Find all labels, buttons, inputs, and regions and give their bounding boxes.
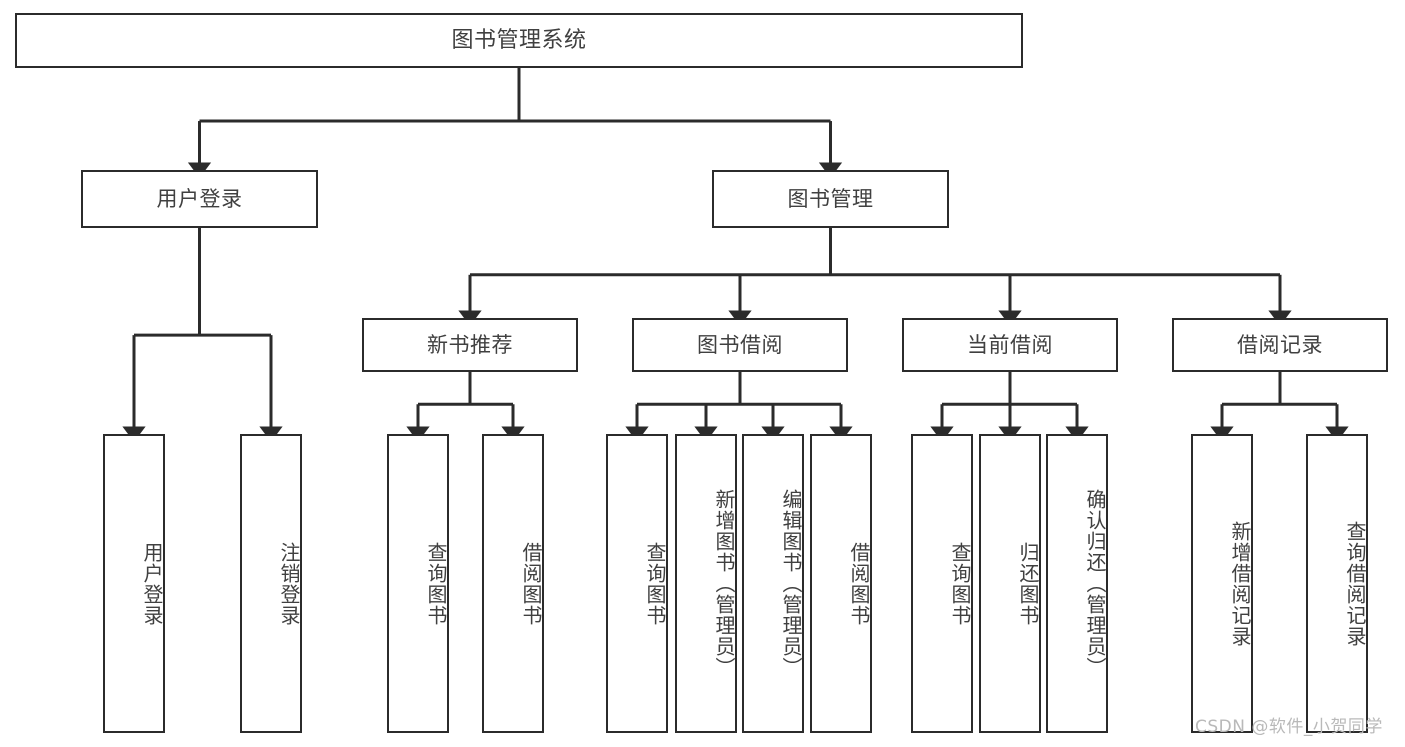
- node-label: 查询图书: [643, 541, 667, 626]
- node-label: 借阅图书: [847, 541, 871, 626]
- node-label: 查询图书: [424, 541, 448, 626]
- node-leaf-return[interactable]: 归还图书: [979, 434, 1041, 733]
- node-label: 图书管理: [787, 186, 874, 211]
- node-leaf-q1[interactable]: 查询图书: [387, 434, 449, 733]
- node-leaf-borrow2[interactable]: 借阅图书: [810, 434, 872, 733]
- node-label: 新增借阅记录: [1228, 520, 1252, 647]
- node-label: 当前借阅: [967, 332, 1053, 357]
- node-login[interactable]: 用户登录: [81, 170, 318, 228]
- node-leaf-qrec[interactable]: 查询借阅记录: [1306, 434, 1368, 733]
- node-leaf-borrow1[interactable]: 借阅图书: [482, 434, 544, 733]
- node-label: 新增图书（管理员）: [712, 489, 736, 678]
- node-leaf-add[interactable]: 新增图书（管理员）: [675, 434, 737, 733]
- node-label: 借阅记录: [1237, 332, 1323, 357]
- node-leaf-q2[interactable]: 查询图书: [606, 434, 668, 733]
- node-label: 新书推荐: [427, 332, 513, 357]
- node-label: 归还图书: [1016, 541, 1040, 626]
- csdn-watermark: CSDN @软件_小贺同学: [1195, 717, 1383, 737]
- node-records[interactable]: 借阅记录: [1172, 318, 1388, 372]
- node-leaf-confirm[interactable]: 确认归还（管理员）: [1046, 434, 1108, 733]
- node-label: 查询图书: [948, 541, 972, 626]
- node-leaf-login[interactable]: 用户登录: [103, 434, 165, 733]
- node-label: 用户登录: [140, 541, 164, 626]
- node-newbook[interactable]: 新书推荐: [362, 318, 578, 372]
- node-current[interactable]: 当前借阅: [902, 318, 1118, 372]
- node-label: 借阅图书: [519, 541, 543, 626]
- node-leaf-logout[interactable]: 注销登录: [240, 434, 302, 733]
- node-label: 图书管理系统: [451, 27, 587, 53]
- node-label: 确认归还（管理员）: [1083, 489, 1107, 678]
- node-leaf-edit[interactable]: 编辑图书（管理员）: [742, 434, 804, 733]
- node-leaf-addrec[interactable]: 新增借阅记录: [1191, 434, 1253, 733]
- node-label: 查询借阅记录: [1343, 520, 1367, 647]
- node-label: 用户登录: [156, 186, 243, 211]
- node-leaf-q3[interactable]: 查询图书: [911, 434, 973, 733]
- node-label: 注销登录: [277, 541, 301, 626]
- node-label: 编辑图书（管理员）: [779, 489, 803, 678]
- node-root[interactable]: 图书管理系统: [15, 13, 1023, 68]
- node-label: 图书借阅: [697, 332, 783, 357]
- node-borrow[interactable]: 图书借阅: [632, 318, 848, 372]
- node-bookmgmt[interactable]: 图书管理: [712, 170, 949, 228]
